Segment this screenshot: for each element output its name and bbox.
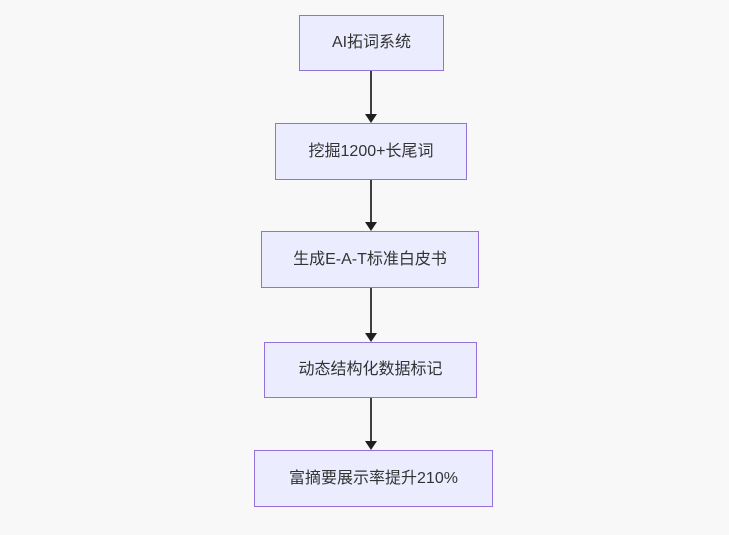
flowchart-node-longtail-mining: 挖掘1200+长尾词 <box>275 123 467 180</box>
flow-arrow-1 <box>361 71 381 123</box>
arrowhead-down-icon <box>365 333 377 342</box>
arrowhead-down-icon <box>365 114 377 123</box>
flow-arrow-2 <box>361 180 381 231</box>
flow-arrow-3 <box>361 288 381 342</box>
arrowhead-down-icon <box>365 222 377 231</box>
flow-arrow-4 <box>361 398 381 450</box>
node-label: 富摘要展示率提升210% <box>289 469 458 487</box>
flowchart-node-ai-word-system: AI拓词系统 <box>299 15 444 71</box>
node-label: 生成E-A-T标准白皮书 <box>293 250 447 268</box>
node-label: AI拓词系统 <box>331 34 412 52</box>
arrow-shaft <box>370 180 372 223</box>
flowchart-node-structured-data: 动态结构化数据标记 <box>264 342 477 398</box>
flowchart-node-rich-snippet-result: 富摘要展示率提升210% <box>254 450 493 507</box>
node-label: 动态结构化数据标记 <box>298 361 443 379</box>
arrow-shaft <box>370 71 372 115</box>
node-label: 挖掘1200+长尾词 <box>308 142 434 160</box>
arrow-shaft <box>370 288 372 334</box>
flowchart-node-eat-whitepaper: 生成E-A-T标准白皮书 <box>261 231 479 288</box>
arrowhead-down-icon <box>365 441 377 450</box>
arrow-shaft <box>370 398 372 442</box>
